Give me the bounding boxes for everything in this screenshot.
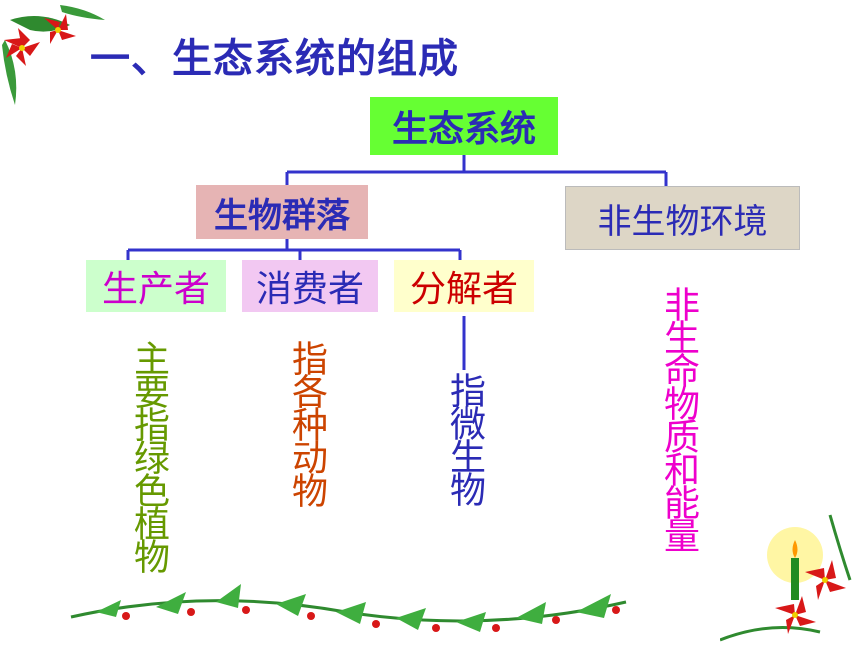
poinsettia-corner-top-left xyxy=(2,5,105,105)
abiotic-description: 非生命物质和能量 xyxy=(658,286,699,550)
decomposer-node: 分解者 xyxy=(394,260,534,312)
holly-garland xyxy=(70,584,627,632)
consumer-description: 指各种动物 xyxy=(286,340,327,505)
candle-poinsettia-corner xyxy=(720,514,852,642)
page-title: 一、生态系统的组成 xyxy=(90,36,459,82)
decomposer-description: 指微生物 xyxy=(444,372,485,504)
biotic-community-node: 生物群落 xyxy=(196,185,368,239)
producer-description: 主要指绿色植物 xyxy=(128,340,169,571)
abiotic-environment-node: 非生物环境 xyxy=(565,186,800,250)
ecosystem-node: 生态系统 xyxy=(370,97,558,155)
producer-node: 生产者 xyxy=(86,260,226,312)
consumer-node: 消费者 xyxy=(242,260,378,312)
